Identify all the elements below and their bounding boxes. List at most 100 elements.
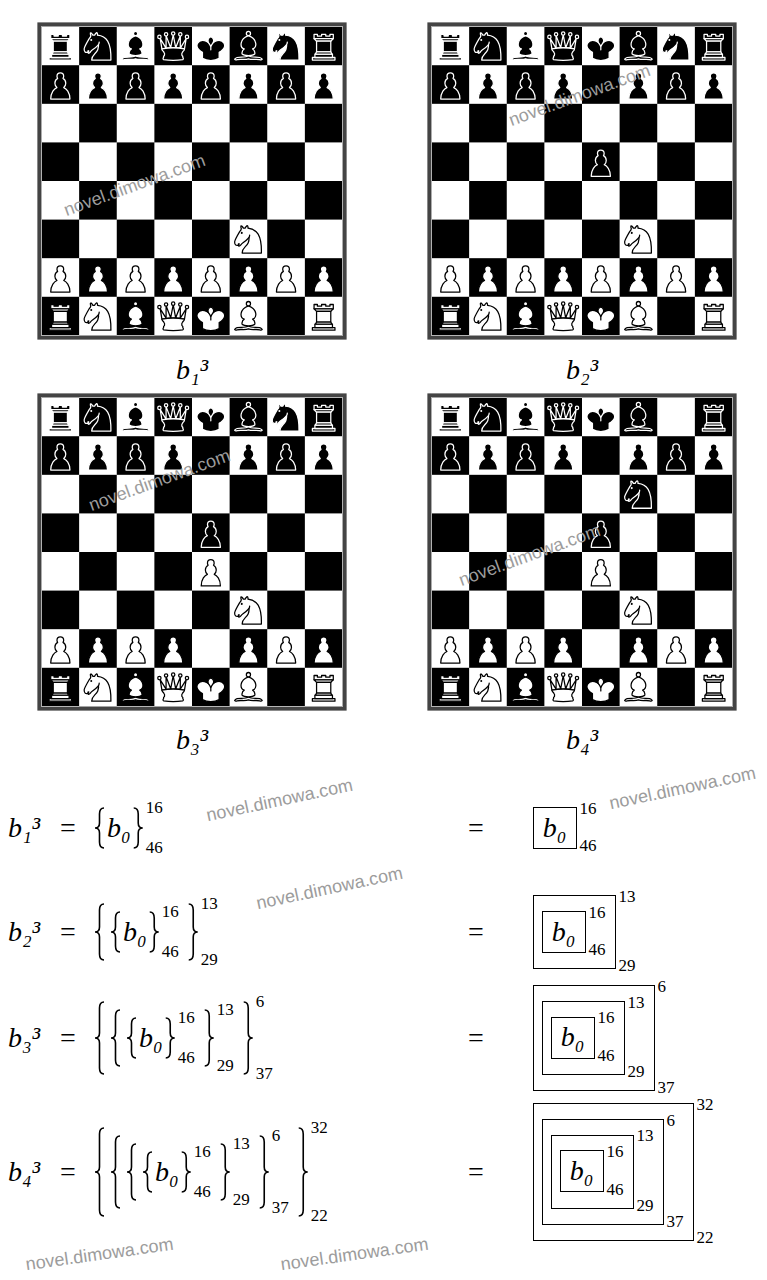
move-index: 13: [233, 1134, 250, 1154]
base-term: b₀: [561, 1021, 585, 1053]
nested-box: 6371329b₀1646: [542, 1119, 664, 1225]
base-term: b₀: [155, 1156, 179, 1188]
move-index: 32: [311, 1118, 328, 1138]
move-index: 22: [311, 1206, 328, 1226]
chess-piece: [201, 266, 220, 292]
curly-brace: [166, 1018, 175, 1058]
move-index: 32: [697, 1095, 714, 1115]
move-index: 46: [607, 1180, 624, 1200]
board-caption: b₄³: [566, 724, 598, 756]
curly-brace: [143, 1152, 152, 1192]
nested-box: 1329b₀1646: [533, 895, 616, 969]
chess-piece: [591, 560, 610, 586]
move-index: 16: [162, 902, 179, 922]
nested-box: 1329b₀1646: [542, 1001, 625, 1075]
chess-board: [427, 22, 737, 340]
curly-brace: [111, 1010, 120, 1066]
chess-piece: [591, 150, 610, 176]
board-base: [429, 395, 734, 708]
move-index: 16: [598, 1008, 615, 1028]
nested-box: 1329b₀1646: [551, 1135, 634, 1209]
board-caption: b₁³: [176, 354, 208, 386]
watermark: novel.dimowa.com: [279, 1234, 429, 1275]
chess-piece: [201, 560, 220, 586]
chess-piece: [201, 521, 220, 547]
move-index: 37: [272, 1198, 289, 1218]
board-base: [39, 395, 344, 708]
equation-term: b₃³: [8, 1022, 40, 1054]
move-index: 6: [658, 977, 667, 997]
equals-sign: =: [468, 812, 484, 844]
curly-brace: [150, 912, 159, 952]
equals-sign: =: [60, 1156, 76, 1188]
curly-brace: [95, 808, 104, 848]
base-term: b₀: [570, 1155, 594, 1187]
curly-brace: [95, 1002, 104, 1074]
equation-term: b₄³: [8, 1156, 40, 1188]
move-index: 6: [256, 992, 265, 1012]
curly-brace: [244, 1002, 253, 1074]
move-index: 46: [162, 942, 179, 962]
equals-sign: =: [60, 812, 76, 844]
move-index: 13: [637, 1126, 654, 1146]
curly-brace: [111, 1136, 120, 1208]
watermark: novel.dimowa.com: [506, 60, 653, 130]
move-index: 46: [589, 940, 606, 960]
move-index: 29: [628, 1062, 645, 1082]
move-index: 46: [194, 1182, 211, 1202]
move-index: 6: [667, 1111, 676, 1131]
chess-piece: [662, 33, 689, 60]
chess-board: [37, 22, 347, 340]
chess-piece: [591, 266, 610, 292]
curly-brace: [182, 1152, 191, 1192]
nested-box: b₀1646: [533, 807, 577, 849]
nested-box: b₀1646: [542, 911, 586, 953]
nested-box: 32226371329b₀1646: [533, 1103, 694, 1241]
curly-brace: [127, 1018, 136, 1058]
move-index: 16: [580, 799, 597, 819]
base-term: b₀: [107, 812, 131, 844]
move-index: 29: [619, 956, 636, 976]
watermark: novel.dimowa.com: [204, 775, 354, 826]
move-index: 46: [178, 1048, 195, 1068]
nested-box: b₀1646: [560, 1150, 604, 1192]
equals-sign: =: [60, 916, 76, 948]
curly-brace: [134, 808, 143, 848]
move-index: 16: [589, 903, 606, 923]
equation-term: b₂³: [8, 916, 40, 948]
nested-box: b₀1646: [551, 1017, 595, 1059]
base-term: b₀: [552, 916, 576, 948]
chess-board: [37, 393, 347, 711]
move-index: 29: [233, 1190, 250, 1210]
chess-piece: [201, 73, 220, 99]
board-caption: b₂³: [566, 354, 598, 386]
chess-piece: [272, 404, 299, 431]
equals-sign: =: [468, 916, 484, 948]
curly-brace: [205, 1010, 214, 1066]
move-index: 29: [637, 1196, 654, 1216]
base-term: b₀: [139, 1022, 163, 1054]
move-index: 16: [146, 798, 163, 818]
move-index: 46: [580, 836, 597, 856]
move-index: 13: [201, 894, 218, 914]
move-index: 16: [607, 1142, 624, 1162]
equation-term: b₁³: [8, 812, 40, 844]
watermark: novel.dimowa.com: [61, 150, 208, 220]
base-term: b₀: [543, 812, 567, 844]
watermark: novel.dimowa.com: [86, 445, 233, 515]
move-index: 13: [628, 993, 645, 1013]
board-caption: b₃³: [176, 724, 208, 756]
move-index: 37: [658, 1078, 675, 1098]
curly-brace: [221, 1144, 230, 1200]
curly-brace: [111, 912, 120, 952]
equals-sign: =: [468, 1156, 484, 1188]
watermark: novel.dimowa.com: [24, 1234, 174, 1275]
board-base: [39, 24, 344, 337]
curly-brace: [189, 904, 198, 960]
curly-brace: [95, 1128, 104, 1216]
move-index: 13: [217, 1000, 234, 1020]
board-base: [429, 24, 734, 337]
chess-piece: [625, 481, 652, 508]
move-index: 6: [272, 1126, 281, 1146]
